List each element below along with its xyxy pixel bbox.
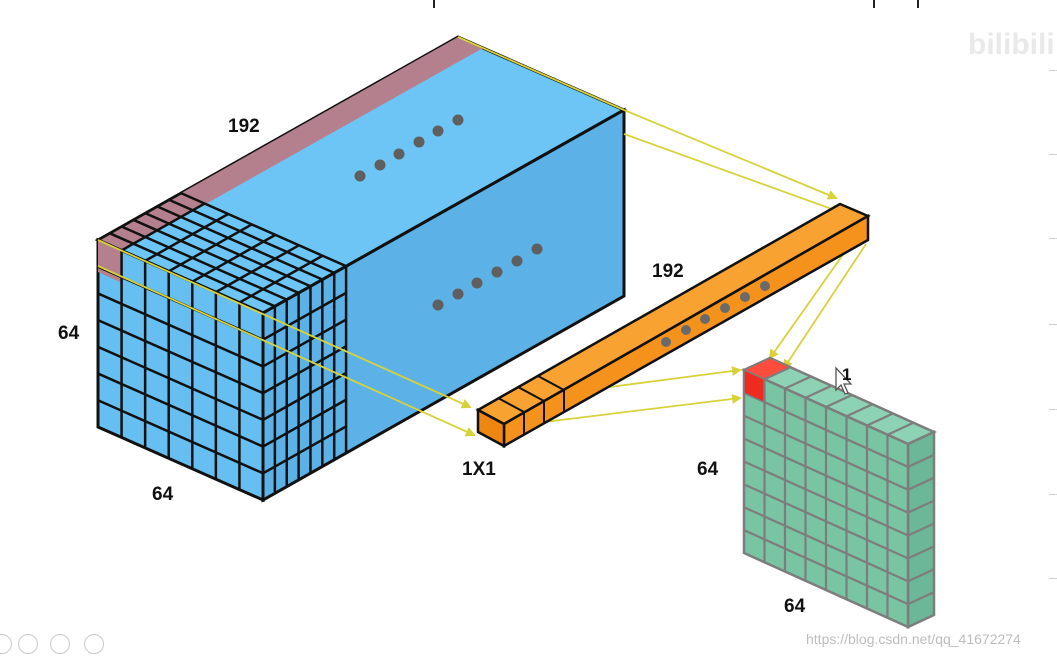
grid-line [144,212,229,262]
player-control-icon[interactable] [84,634,104,654]
grid-line [97,292,264,368]
grid-line [262,398,347,448]
input-block-slice-strip [98,37,483,251]
arrow-slice-to-fiber-bottom [97,265,476,437]
grid-line [133,218,300,295]
grid-line [120,202,206,252]
grid-line [907,476,935,491]
arrow-slice-to-fiber-top [97,239,472,409]
input-block-side-dots [432,243,543,311]
arrow-top-to-fiber [457,36,625,111]
output-map [740,356,938,629]
grid-line [743,483,909,560]
fiber-column [475,202,871,449]
arrow-block-to-fiber-end [623,133,842,214]
grid-line [784,375,812,390]
player-control-icon[interactable] [18,634,38,654]
grid-line [743,529,909,606]
grid-line [743,460,909,537]
input-block-front-slice [98,240,122,283]
side-tick [1049,238,1057,239]
top-edge-marks [433,0,919,8]
input-depth-label: 192 [228,116,260,137]
grid-line [907,499,935,514]
arrow-fiber-end-to-output-2 [782,243,867,370]
grid-line [907,522,935,537]
grid-line [144,212,311,288]
grid-line [743,506,909,583]
grid-line [262,265,347,315]
grid-line [109,232,276,308]
grid-line [887,421,914,436]
grid-line [262,345,347,395]
input-width-label: 64 [152,484,174,505]
grid-line [262,291,347,341]
output-width-label: 64 [784,596,806,617]
grid-line [97,318,264,395]
grid-line [846,403,873,418]
arrow-edge-to-fiber-end [623,109,838,200]
input-height-label: 64 [58,323,80,344]
grid-line [907,453,935,468]
source-url-watermark: https://blog.csdn.net/qq_41672274 [806,631,1021,647]
grid-line [866,412,894,427]
output-depth-mark: 1 [842,365,852,384]
side-tick [1049,578,1057,579]
grid-line [907,591,935,606]
fiber-length-label: 192 [652,261,684,282]
grid-line [215,244,300,294]
input-block-top-dots [354,114,464,182]
cursor-icon [835,366,853,395]
kernel-size-label: 1X1 [462,459,496,480]
grid-line [262,371,347,421]
fiber-segments [497,375,565,434]
grid-line [156,205,323,281]
side-tick [1049,324,1057,325]
grid-line [97,345,264,422]
grid-line [907,545,935,560]
grid-line [238,254,324,304]
side-tick [1049,70,1057,71]
player-control-icon[interactable] [50,634,70,654]
input-block-top-grid [97,192,347,315]
grid-line [97,192,182,242]
grid-line [825,394,853,408]
grid-line [907,568,935,583]
grid-line [805,384,832,399]
grid-line [97,399,264,475]
fiber-end-face [476,407,506,449]
input-block [94,35,628,503]
grid-line [168,198,335,274]
grid-line [191,233,276,283]
output-highlight-cell-front [743,368,765,404]
side-tick [1049,154,1057,155]
fiber-dots [661,281,770,347]
output-map-grid [743,366,935,618]
grid-line [168,223,253,273]
grid-line [121,225,288,301]
grid-line [262,425,347,475]
arrow-fiber-to-output-2 [519,394,742,426]
grid-line [97,372,264,448]
side-tick [1049,494,1057,495]
output-height-label: 64 [697,459,719,480]
bilibili-logo: bilibili [968,28,1055,61]
grid-line [262,318,347,368]
side-tick [1049,409,1057,410]
grid-line [180,192,347,268]
